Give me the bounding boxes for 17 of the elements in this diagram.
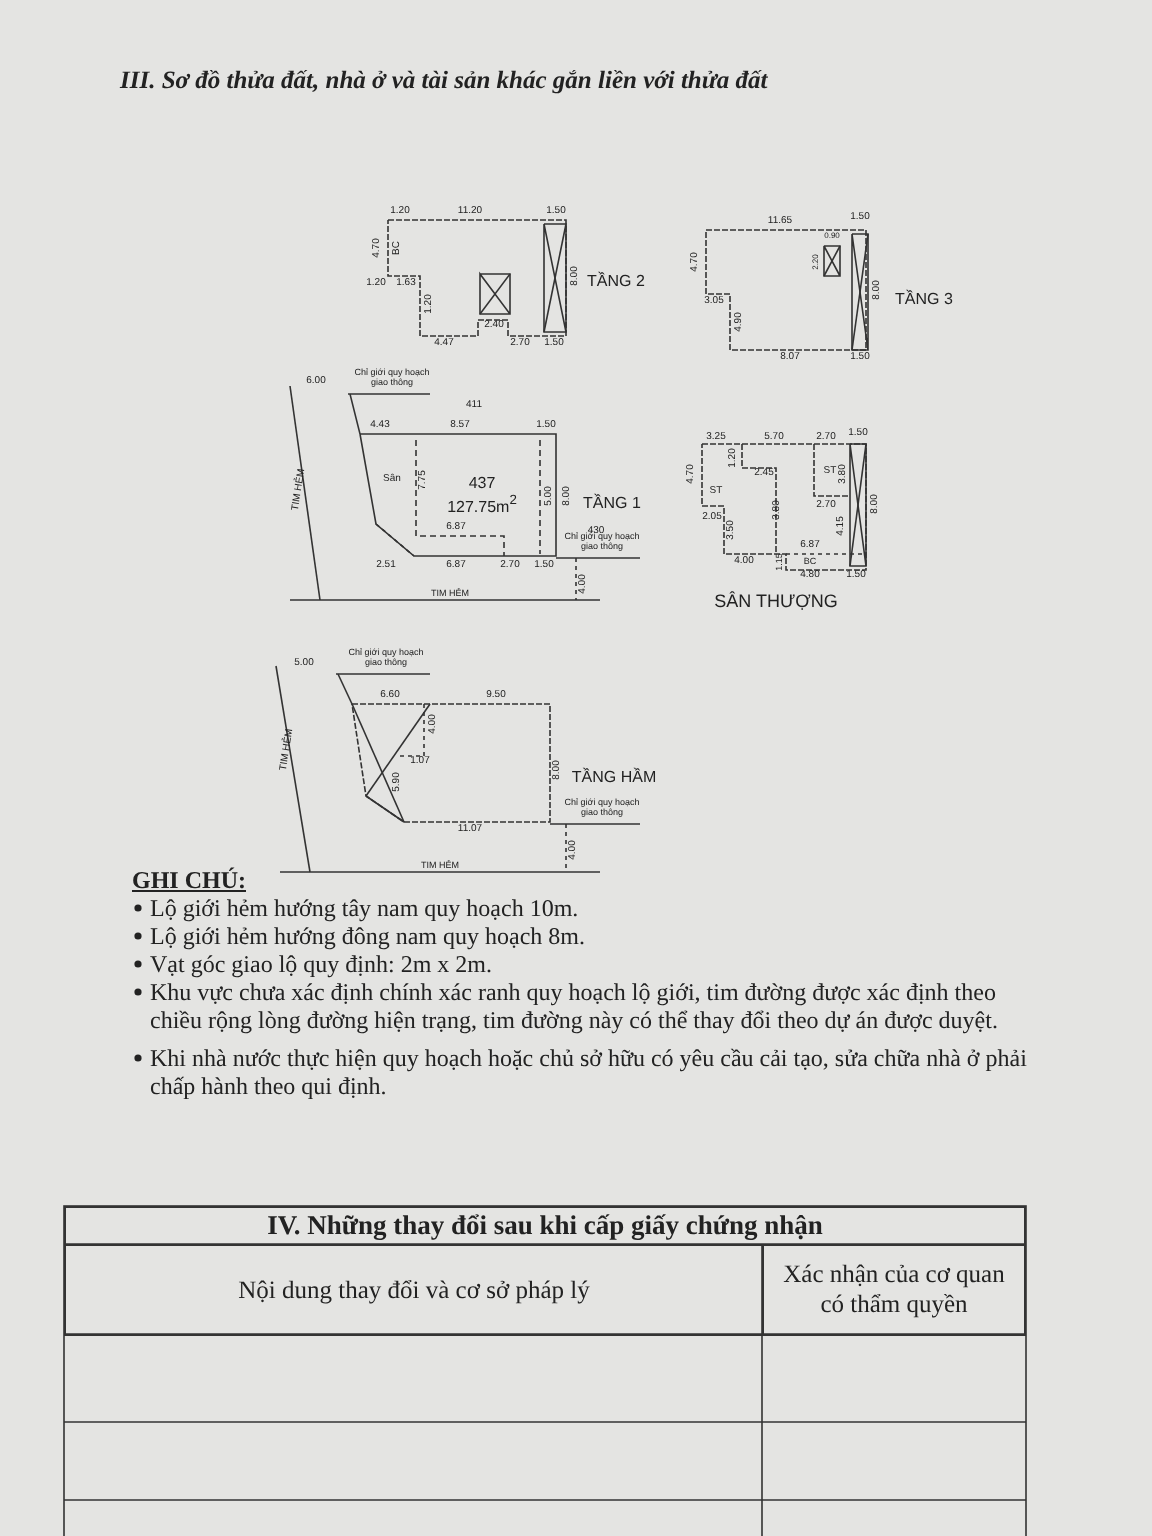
parcel-number: 437 (468, 476, 496, 492)
note-text: Khu vực chưa xác định chính xác ranh quy hoạch lộ giới, tim đường được xác định theo chiều rộng lòng đường hiện trạng, tim đường này có thể thay đổi theo dự án được duyệt. (150, 978, 1000, 1034)
floor-label: SÂN THƯỢNG (714, 593, 838, 611)
column-header-cell: Xác nhận của cơ quan có thẩm quyền (762, 1244, 1026, 1336)
section-title: III. Sơ đồ thửa đất, nhà ở và tài sản khác gắn liền với thửa đất (120, 66, 768, 94)
notes-heading: GHI CHÚ: (132, 866, 246, 894)
note-text: Lộ giới hẻm hướng tây nam quy hoạch 10m. (150, 894, 581, 922)
floor-label: TẦNG 1 (583, 496, 641, 512)
note-text: Lộ giới hẻm hướng đông nam quy hoạch 8m. (150, 922, 587, 950)
table-title-cell: IV. Những thay đổi sau khi cấp giấy chứng nhận (64, 1206, 1026, 1246)
parcel-area: 127.75m$^{2}$ (447, 496, 517, 516)
floor-label: TẦNG 2 (587, 274, 645, 290)
column-header-cell: Nội dung thay đổi và cơ sở pháp lý (64, 1244, 764, 1336)
note-text: Vạt góc giao lộ quy định: 2m x 2m. (150, 950, 494, 978)
floor-label: TẦNG 3 (895, 292, 953, 308)
floor-label: TẦNG HẦM (571, 770, 657, 786)
note-text: Khi nhà nước thực hiện quy hoạch hoặc chủ sở hữu có yêu cầu cải tạo, sửa chữa nhà ở phải chấp hành theo qui định. (150, 1044, 1029, 1100)
